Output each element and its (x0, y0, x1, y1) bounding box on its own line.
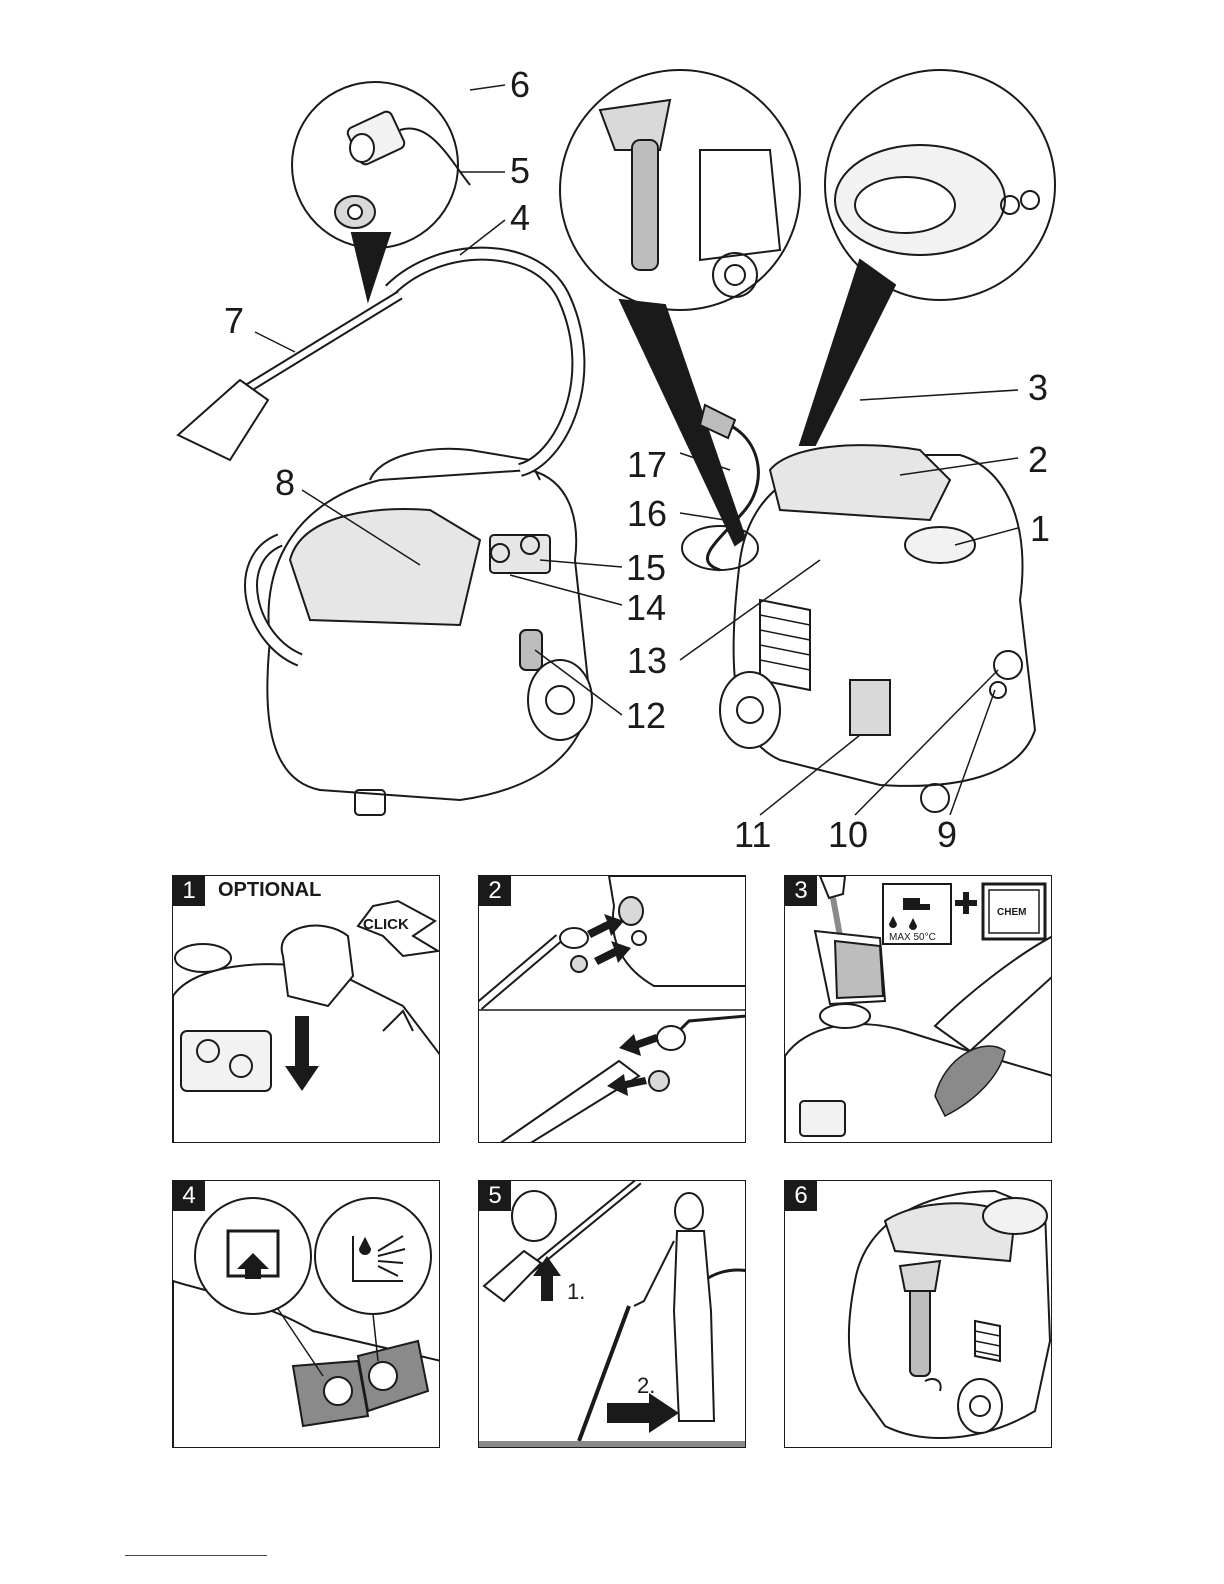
callout-15: 15 (626, 547, 666, 588)
callout-12: 12 (626, 695, 666, 736)
step-panel-5: 1. 2. 5 (478, 1180, 746, 1448)
callout-13: 13 (627, 640, 667, 681)
callout-1: 1 (1030, 508, 1050, 549)
detail-circle-hose-coupling (292, 82, 458, 248)
click-badge: CLICK (363, 916, 409, 933)
temp-label: MAX 50°C (889, 932, 936, 943)
step-panel-6: 6 (784, 1180, 1052, 1448)
arrow-left-icon (619, 1034, 659, 1056)
step-panel-1: 1 OPTIONAL CLICK (172, 875, 440, 1143)
floor (479, 1441, 746, 1448)
callout-9: 9 (937, 814, 957, 855)
arrow-right-icon (607, 1393, 679, 1433)
spray-nozzle (178, 380, 268, 460)
step-panel-2: 2 (478, 875, 746, 1143)
substep-1: 1. (567, 1279, 585, 1304)
step-4-number: 4 (173, 1181, 205, 1211)
callout-14: 14 (626, 587, 666, 628)
callout-16: 16 (627, 493, 667, 534)
callout-6: 6 (510, 64, 530, 105)
chem-label: CHEM (997, 907, 1026, 918)
step-6-illustration (785, 1181, 1052, 1448)
callout-7: 7 (224, 300, 244, 341)
step-2-illustration (479, 876, 746, 1143)
step-5-illustration: 1. 2. (479, 1181, 746, 1448)
exploded-view-diagram: 6 5 4 7 8 15 14 12 17 16 13 3 2 1 11 10 … (0, 0, 1224, 860)
step-1-number: 1 (173, 876, 205, 906)
detail-circle-spray (315, 1198, 431, 1314)
callout-2: 2 (1028, 439, 1048, 480)
step-1-label: OPTIONAL (218, 879, 321, 902)
step-4-illustration (173, 1181, 440, 1448)
step-2-number: 2 (479, 876, 511, 906)
footer-link-underline[interactable] (125, 1555, 267, 1556)
substep-2: 2. (637, 1373, 655, 1398)
step-panel-4: 4 (172, 1180, 440, 1448)
callout-3: 3 (1028, 367, 1048, 408)
step-6-number: 6 (785, 1181, 817, 1211)
detail-circle-nozzle-holder (560, 70, 800, 310)
step-3-illustration: MAX 50°C CHEM (785, 876, 1052, 1143)
callout-8: 8 (275, 462, 295, 503)
step-5-number: 5 (479, 1181, 511, 1211)
callout-5: 5 (510, 150, 530, 191)
callout-17: 17 (627, 444, 667, 485)
callout-4: 4 (510, 197, 530, 238)
callout-10: 10 (828, 814, 868, 855)
callout-11: 11 (734, 814, 771, 855)
step-panel-3: MAX 50°C CHEM 3 (784, 875, 1052, 1143)
step-3-number: 3 (785, 876, 817, 906)
suction-hose (390, 254, 578, 470)
